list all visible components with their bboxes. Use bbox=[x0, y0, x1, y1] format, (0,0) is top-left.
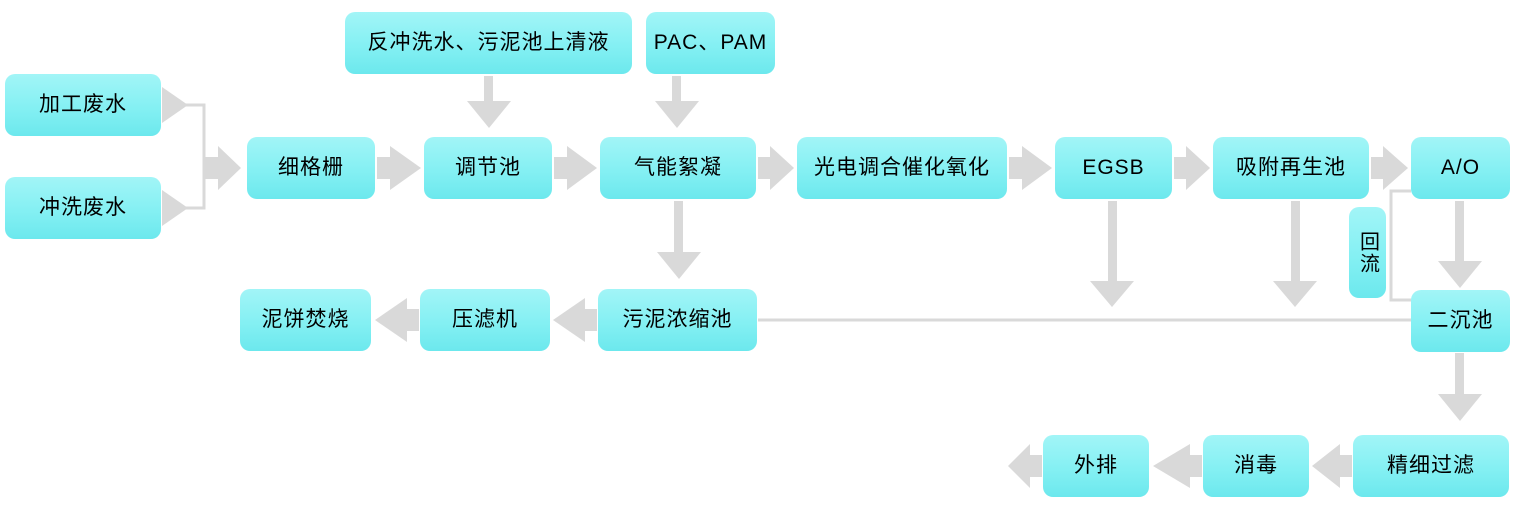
node-discharge-label: 外排 bbox=[1074, 454, 1118, 478]
connector-reflux-line bbox=[1389, 189, 1411, 302]
node-processing-wastewater: 加工废水 bbox=[5, 74, 161, 136]
arrow-backwash-to-regulating-tank bbox=[467, 76, 511, 128]
arrow-processing-wastewater-out bbox=[162, 87, 188, 123]
node-discharge: 外排 bbox=[1043, 435, 1149, 497]
arrow-egsb-to-sludge-line bbox=[1090, 201, 1134, 307]
node-fine-screen-label: 细格栅 bbox=[278, 156, 344, 180]
node-ao: A/O bbox=[1411, 137, 1510, 199]
node-disinfection: 消毒 bbox=[1203, 435, 1309, 497]
arrow-adsorption-to-sludge-line bbox=[1273, 201, 1317, 307]
node-rinse-wastewater: 冲洗废水 bbox=[5, 177, 161, 239]
node-filter-press-label: 压滤机 bbox=[452, 308, 518, 332]
arrow-gas-flocculation-to-photoelectric-oxidation bbox=[758, 146, 794, 190]
node-secondary-clarifier: 二沉池 bbox=[1411, 290, 1510, 352]
node-sludge-cake-incineration-label: 泥饼焚烧 bbox=[261, 308, 350, 332]
node-fine-screen: 细格栅 bbox=[247, 137, 375, 199]
arrow-fine-filtration-to-disinfection bbox=[1312, 444, 1352, 488]
node-adsorption-regeneration-label: 吸附再生池 bbox=[1236, 156, 1346, 180]
node-secondary-clarifier-label: 二沉池 bbox=[1427, 309, 1494, 333]
arrow-regulating-tank-to-gas-flocculation bbox=[554, 146, 597, 190]
node-fine-filtration-label: 精细过滤 bbox=[1387, 454, 1475, 478]
node-adsorption-regeneration: 吸附再生池 bbox=[1213, 137, 1369, 199]
arrow-gas-flocculation-to-sludge-thickener bbox=[657, 201, 701, 279]
connector-inputs-merge-bracket bbox=[186, 103, 206, 210]
node-pac-pam: PAC、PAM bbox=[646, 12, 775, 74]
node-sludge-thickener: 污泥浓缩池 bbox=[598, 289, 757, 351]
arrow-sludge-thickener-to-filter-press bbox=[553, 298, 597, 342]
arrow-adsorption-regeneration-to-ao bbox=[1371, 146, 1408, 190]
arrow-disinfection-to-discharge bbox=[1153, 444, 1202, 488]
arrow-secondary-clarifier-to-fine-filtration bbox=[1438, 353, 1482, 421]
node-disinfection-label: 消毒 bbox=[1234, 454, 1278, 478]
arrow-discharge-out bbox=[1008, 444, 1042, 488]
node-photoelectric-oxidation: 光电调合催化氧化 bbox=[797, 137, 1007, 199]
node-ao-label: A/O bbox=[1440, 156, 1481, 180]
arrow-filter-press-to-incineration bbox=[375, 298, 419, 342]
arrow-rinse-wastewater-out bbox=[162, 190, 188, 226]
node-sludge-cake-incineration: 泥饼焚烧 bbox=[240, 289, 371, 351]
node-filter-press: 压滤机 bbox=[420, 289, 550, 351]
arrow-pac-pam-to-gas-flocculation bbox=[655, 76, 699, 128]
arrow-egsb-to-adsorption-regeneration bbox=[1174, 146, 1210, 190]
node-gas-flocculation-label: 气能絮凝 bbox=[634, 156, 722, 180]
node-rinse-wastewater-label: 冲洗废水 bbox=[39, 196, 127, 220]
node-processing-wastewater-label: 加工废水 bbox=[39, 93, 127, 117]
arrow-ao-to-secondary-clarifier bbox=[1438, 201, 1482, 288]
node-egsb: EGSB bbox=[1055, 137, 1172, 199]
node-sludge-thickener-label: 污泥浓缩池 bbox=[622, 308, 733, 332]
node-egsb-label: EGSB bbox=[1082, 156, 1145, 180]
node-backwash-supernatant: 反冲洗水、污泥池上清液 bbox=[345, 12, 632, 74]
arrow-fine-screen-to-regulating-tank bbox=[377, 146, 421, 190]
node-reflux: 回流 bbox=[1349, 207, 1386, 298]
node-regulating-tank: 调节池 bbox=[424, 137, 552, 199]
arrow-merge-to-fine-screen bbox=[205, 146, 241, 190]
node-regulating-tank-label: 调节池 bbox=[455, 156, 521, 180]
node-pac-pam-label: PAC、PAM bbox=[653, 31, 768, 55]
node-fine-filtration: 精细过滤 bbox=[1353, 435, 1509, 497]
node-gas-flocculation: 气能絮凝 bbox=[600, 137, 756, 199]
node-photoelectric-oxidation-label: 光电调合催化氧化 bbox=[814, 156, 990, 180]
node-backwash-supernatant-label: 反冲洗水、污泥池上清液 bbox=[367, 31, 610, 55]
arrow-photoelectric-oxidation-to-egsb bbox=[1009, 146, 1052, 190]
node-reflux-label: 回流 bbox=[1356, 230, 1379, 275]
